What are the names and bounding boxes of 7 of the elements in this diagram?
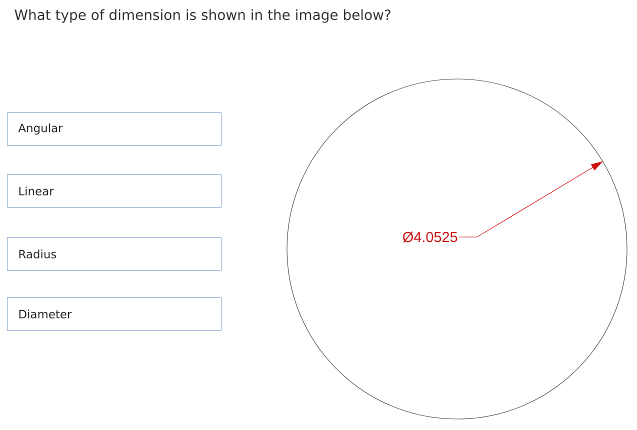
answer-option: Angular [7, 112, 222, 146]
dimension-text: Ø4.0525 [402, 232, 458, 242]
question-text: What type of dimension is shown in the image below? [14, 9, 390, 23]
answer-option: Radius [7, 237, 222, 271]
answer-option: Diameter [7, 297, 222, 331]
circle-drawing [286, 78, 628, 420]
answer-option: Linear [7, 174, 222, 208]
